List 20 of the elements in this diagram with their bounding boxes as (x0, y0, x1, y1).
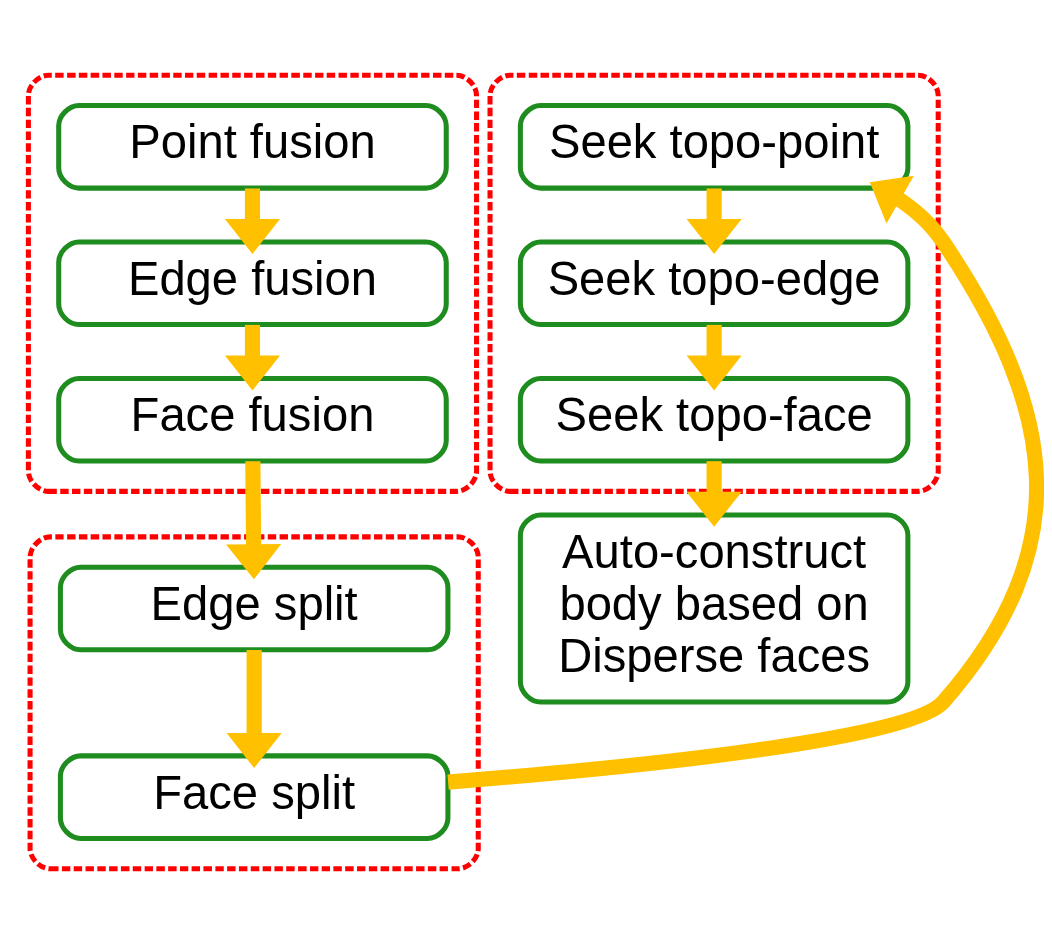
node-box: Edge split (57, 564, 451, 653)
node-box: Seek topo-point (517, 103, 911, 191)
cluster (25, 72, 480, 494)
arrow (224, 324, 281, 391)
arrow (686, 461, 742, 527)
arrow (686, 324, 742, 391)
node-box: Point fusion (56, 103, 449, 191)
node-box: Edge fusion (56, 239, 449, 328)
arrow (224, 188, 281, 254)
cluster (487, 72, 941, 494)
node-box: Seek topo-face (517, 375, 911, 464)
arrow (226, 649, 282, 769)
arrow (447, 175, 1044, 790)
node-box: Face split (57, 753, 451, 841)
arrow (686, 188, 742, 254)
node-box: Seek topo-edge (517, 239, 911, 328)
node-box: Auto-construct body based on Disperse faces (517, 512, 911, 705)
arrow (226, 461, 282, 580)
node-box: Face fusion (56, 375, 449, 464)
cluster (27, 534, 481, 872)
